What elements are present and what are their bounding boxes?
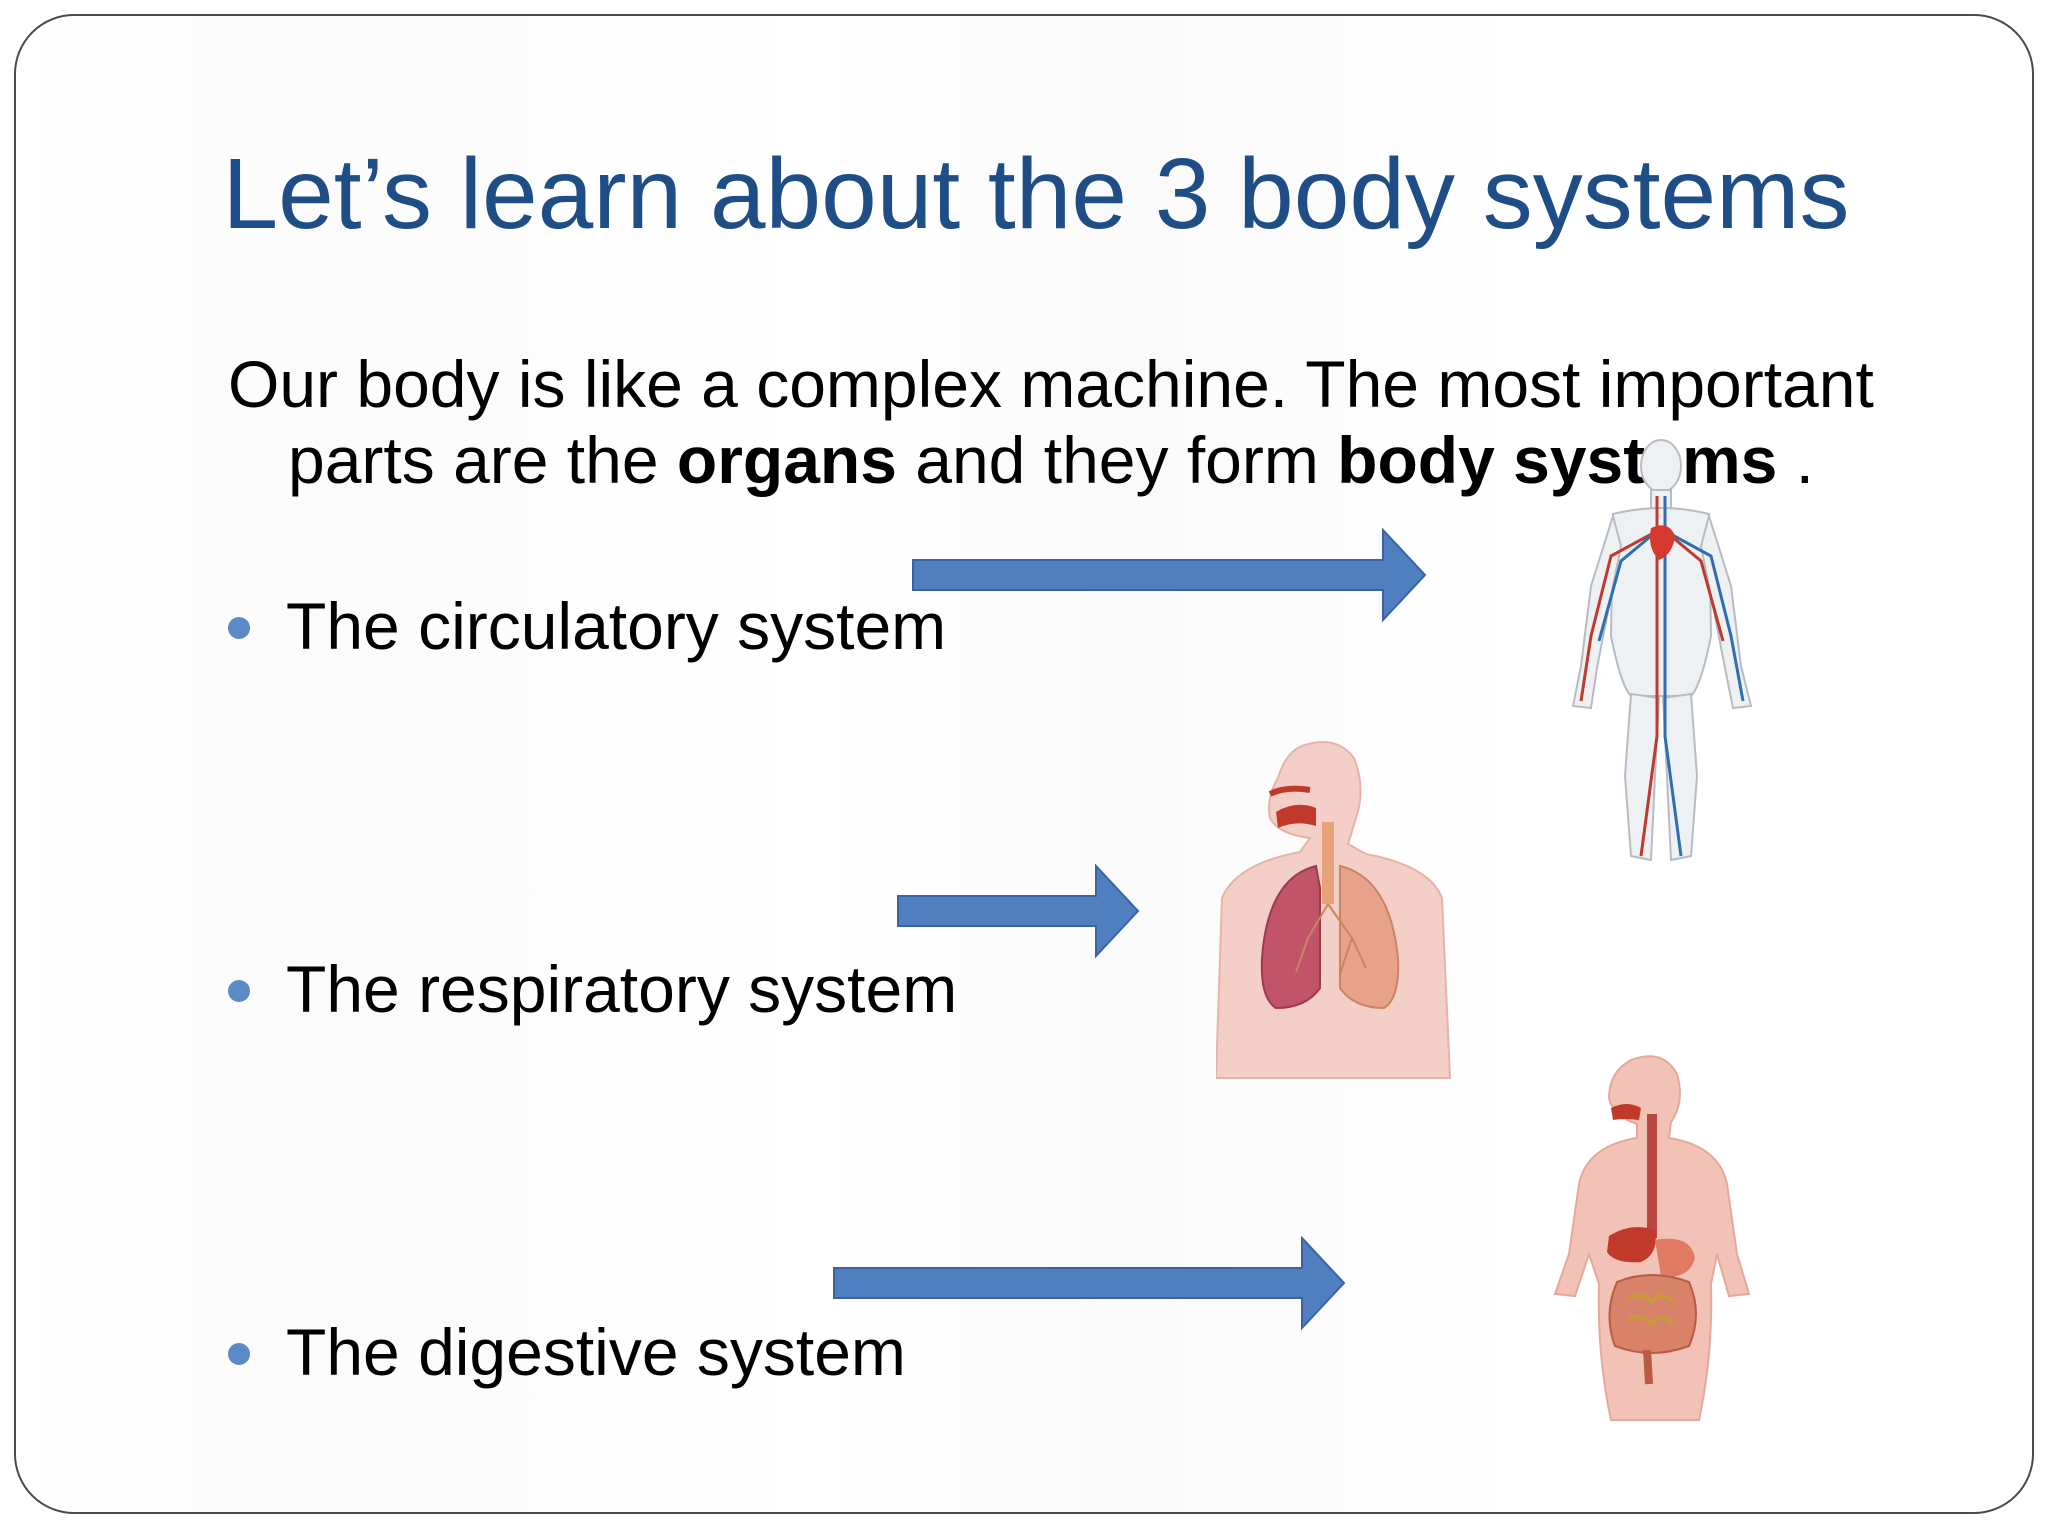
slide-title: Let’s learn about the 3 body systems (222, 138, 1850, 250)
bullet-label: The circulatory system (286, 589, 947, 663)
intro-text-3: . (1777, 423, 1815, 497)
intro-bold-organs: organs (676, 423, 897, 497)
intro-bold-body-systems: body systems (1337, 423, 1778, 497)
bullet-circulatory: The circulatory system (228, 588, 946, 664)
bullet-digestive: The digestive system (228, 1314, 906, 1390)
bullet-dot-icon (228, 1342, 250, 1365)
bullet-dot-icon (228, 616, 250, 639)
bullet-respiratory: The respiratory system (228, 951, 957, 1027)
arrow-right-icon (912, 527, 1427, 623)
arrow-right-icon (833, 1236, 1346, 1331)
circulatory-system-figure (1571, 439, 1753, 862)
digestive-system-figure (1553, 1055, 1751, 1421)
bullet-label: The respiratory system (286, 952, 958, 1026)
intro-text-2: and they form (896, 423, 1338, 497)
arrow-right-icon (897, 864, 1140, 959)
intro-paragraph: Our body is like a complex machine. The … (228, 346, 1928, 498)
slide: Let’s learn about the 3 body systems Our… (14, 14, 2034, 1514)
bullet-label: The digestive system (286, 1315, 906, 1389)
bullet-dot-icon (228, 979, 250, 1002)
respiratory-system-figure (1216, 741, 1452, 1079)
intro-text-1: Our body is like a complex machine. The … (228, 347, 1874, 497)
